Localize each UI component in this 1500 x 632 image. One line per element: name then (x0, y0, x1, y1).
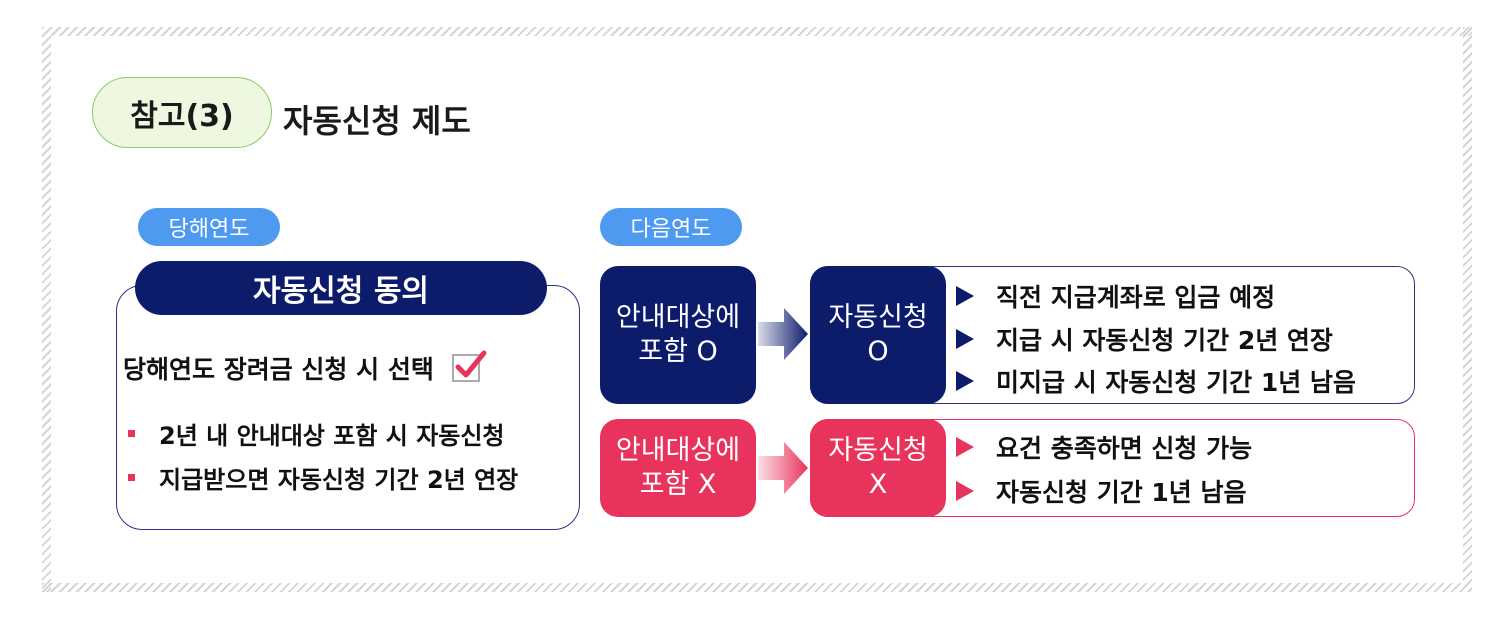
triangle-bullet-icon (956, 437, 974, 457)
condition-excluded-box: 안내대상에 포함 X (600, 419, 756, 517)
result-item: 미지급 시 자동신청 기간 1년 남음 (956, 364, 1356, 398)
next-year-label: 다음연도 (600, 208, 742, 246)
condition-line: 안내대상에 (615, 302, 741, 333)
checkbox (451, 350, 487, 382)
result-item-text: 요건 충족하면 신청 가능 (996, 434, 1253, 463)
arrow-right-icon (758, 442, 808, 494)
triangle-bullet-icon (956, 329, 974, 349)
condition-line: 안내대상에 (615, 435, 741, 466)
result-line: X (868, 469, 888, 500)
triangle-bullet-icon (956, 286, 974, 306)
bullet-text: 지급받으면 자동신청 기간 2년 연장 (159, 465, 519, 494)
result-item: 요건 충족하면 신청 가능 (956, 430, 1252, 464)
section-title: 자동신청 제도 (283, 102, 471, 140)
triangle-bullet-icon (956, 371, 974, 391)
result-item: 직전 지급계좌로 입금 예정 (956, 279, 1275, 313)
consent-heading: 자동신청 동의 (135, 261, 547, 315)
result-item: 자동신청 기간 1년 남음 (956, 474, 1247, 508)
result-item-text: 미지급 시 자동신청 기간 1년 남음 (996, 368, 1356, 397)
auto-apply-yes-box: 자동신청 O (810, 266, 946, 404)
select-text: 당해연도 장려금 신청 시 선택 (123, 355, 434, 384)
current-year-label: 당해연도 (138, 208, 280, 246)
check-icon (455, 350, 487, 378)
consent-box (116, 285, 580, 530)
square-bullet-icon (128, 429, 135, 437)
auto-apply-no-box: 자동신청 X (810, 419, 946, 517)
result-item-text: 지급 시 자동신청 기간 2년 연장 (996, 326, 1333, 355)
reference-tag: 참고(3) (92, 77, 272, 148)
select-line: 당해연도 장려금 신청 시 선택 (123, 350, 487, 384)
bullet-text: 2년 내 안내대상 포함 시 자동신청 (159, 421, 505, 450)
result-item: 지급 시 자동신청 기간 2년 연장 (956, 322, 1333, 356)
result-item-text: 직전 지급계좌로 입금 예정 (996, 283, 1276, 312)
result-line: 자동신청 (828, 302, 928, 333)
result-item-text: 자동신청 기간 1년 남음 (996, 478, 1247, 507)
result-line: 자동신청 (828, 435, 928, 466)
condition-line: 포함 X (639, 469, 717, 500)
triangle-bullet-icon (956, 481, 974, 501)
bullet-item: 2년 내 안내대상 포함 시 자동신청 (128, 417, 505, 450)
bullet-item: 지급받으면 자동신청 기간 2년 연장 (128, 461, 519, 494)
condition-line: 포함 O (638, 336, 718, 367)
result-line: O (867, 336, 889, 367)
condition-included-box: 안내대상에 포함 O (600, 266, 756, 404)
arrow-right-icon (758, 308, 808, 360)
square-bullet-icon (128, 473, 135, 481)
